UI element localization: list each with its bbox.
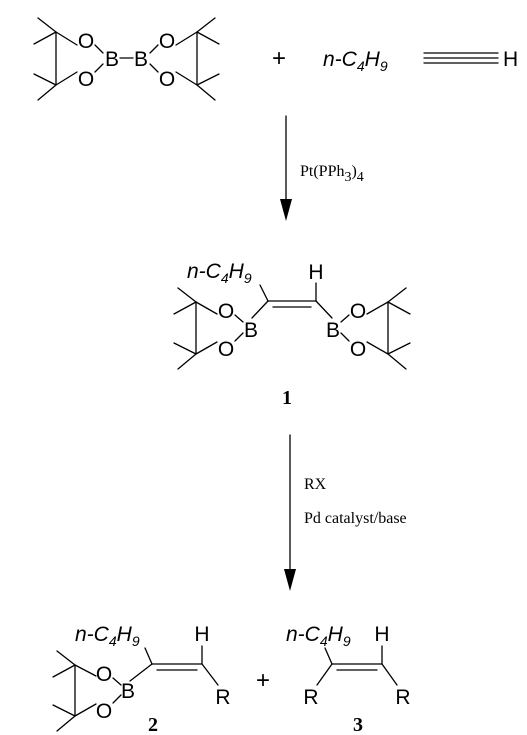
butyl-label: n-C4H9	[323, 48, 388, 74]
atom-oxygen: O	[159, 68, 175, 91]
atom-oxygen: O	[218, 300, 234, 323]
atom-oxygen: O	[159, 30, 175, 53]
atom-oxygen: O	[350, 300, 366, 323]
compound-3-structure: R R H n-C4H9	[286, 623, 411, 709]
butyl-label: n-C4H9	[75, 623, 140, 649]
plus-sign: +	[256, 667, 270, 694]
compound-number: 3	[353, 714, 363, 735]
butyl-label: n-C4H9	[187, 260, 252, 286]
catalyst-label: Pt(PPh3)4	[300, 163, 364, 185]
atom-hydrogen: H	[308, 261, 323, 284]
reagent-label: Pd catalyst/base	[304, 510, 407, 527]
atom-oxygen: O	[350, 338, 366, 361]
atom-boron: B	[134, 48, 148, 71]
reaction-arrow	[284, 434, 296, 591]
atom-hydrogen: H	[374, 623, 389, 646]
atom-boron: B	[121, 680, 135, 703]
compound-1-structure: O O B B O O H n-C4H9	[173, 260, 411, 370]
atom-oxygen: O	[96, 700, 112, 723]
atom-boron: B	[105, 48, 119, 71]
atom-oxygen: O	[96, 663, 112, 686]
atom-oxygen: O	[218, 338, 234, 361]
atom-oxygen: O	[78, 30, 94, 53]
reaction-arrow	[280, 115, 292, 221]
compound-number: 1	[282, 387, 292, 409]
r-group: R	[303, 686, 318, 709]
plus-sign: +	[272, 45, 286, 72]
atom-hydrogen: H	[194, 623, 209, 646]
atom-boron: B	[244, 319, 258, 342]
butyl-label: n-C4H9	[286, 623, 351, 649]
compound-2-structure: O O B H R n-C4H9	[52, 623, 231, 732]
compound-number: 2	[148, 714, 158, 735]
atom-hydrogen: H	[503, 48, 518, 71]
atom-oxygen: O	[78, 68, 94, 91]
bis-pinacolato-diboron: O O B B O O	[33, 17, 220, 101]
reagent-label: RX	[304, 476, 327, 493]
r-group: R	[395, 686, 410, 709]
atom-boron: B	[326, 319, 340, 342]
hexyne: n-C4H9 H	[323, 48, 518, 74]
r-group: R	[215, 686, 230, 709]
